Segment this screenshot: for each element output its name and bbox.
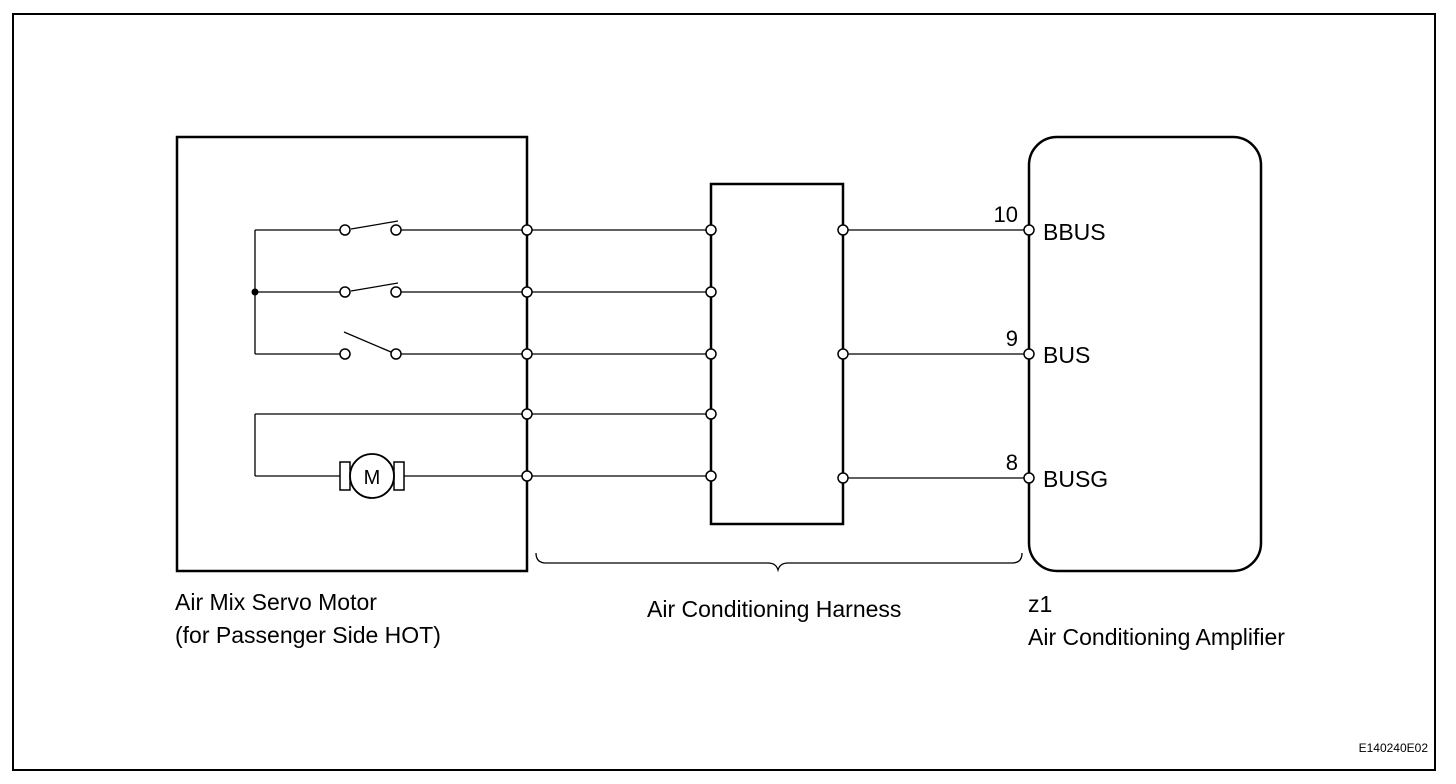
pin-bus-name: BUS [1043,342,1090,368]
amplifier-connector-id: z1 [1028,591,1052,617]
pin-10-number: 10 [994,202,1018,227]
pin-8-number: 8 [1006,450,1018,475]
outer-frame [12,13,1436,771]
amplifier-label: Air Conditioning Amplifier [1028,624,1285,650]
harness-label: Air Conditioning Harness [647,596,901,622]
harness-to-amplifier-wires [848,229,1024,479]
junction-dot [251,288,259,296]
harness-box [709,182,845,526]
pin-busg-name: BUSG [1043,466,1108,492]
connector-terminals [521,224,1035,484]
figure-code: E140240E02 [1359,741,1429,755]
harness-brace [535,552,1023,573]
servo-internal-wiring [254,220,522,477]
servo-to-harness-wires [527,229,706,477]
servo-motor-label-line2: (for Passenger Side HOT) [175,622,441,648]
pin-9-number: 9 [1006,326,1018,351]
motor-label: M [364,467,381,489]
motor-symbol: M [339,453,405,499]
pin-bbus-name: BBUS [1043,219,1106,245]
servo-motor-label-line1: Air Mix Servo Motor [175,589,377,615]
switch-terminals [339,224,402,360]
